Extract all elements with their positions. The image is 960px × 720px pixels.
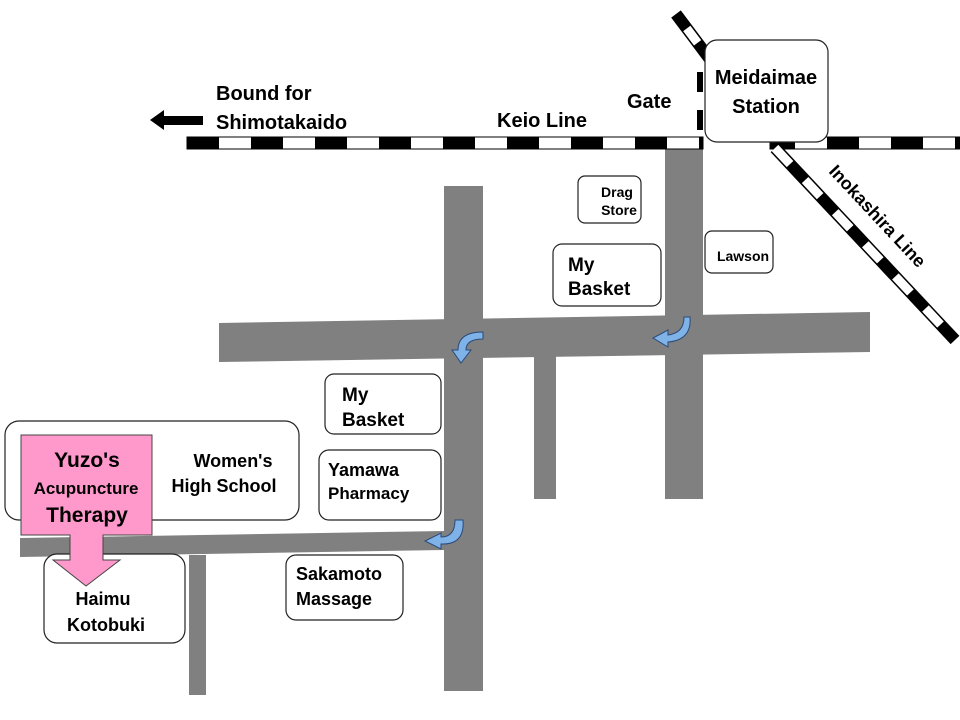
- station-label: Station: [732, 96, 800, 118]
- sakamoto-massage-label: Massage: [296, 589, 372, 609]
- gate-label: Gate: [627, 91, 671, 113]
- gate-mark: [697, 72, 703, 92]
- sakamoto-massage-box: [285, 554, 404, 621]
- roads: [20, 149, 870, 695]
- womens-high-school-label: High School: [172, 476, 277, 496]
- road-main-horizontal: [219, 312, 870, 362]
- keio-line-track: [186, 136, 960, 150]
- my-basket-box: [552, 243, 662, 307]
- left-arrow-icon: [150, 110, 203, 130]
- haimu-kotobuki-label: Haimu: [75, 589, 130, 609]
- station-label: Meidaimae: [715, 67, 817, 89]
- my-basket-label: Basket: [568, 279, 631, 300]
- my-basket-label: Basket: [342, 410, 405, 431]
- bound-for-label: Bound for: [216, 83, 312, 105]
- drag-store-label: Store: [601, 202, 637, 218]
- bound-for-label: Shimotakaido: [216, 112, 347, 134]
- destination-marker: Yuzo's Acupuncture Therapy: [20, 434, 153, 587]
- keio-line-label: Keio Line: [497, 110, 587, 132]
- down-arrow-icon: [51, 534, 122, 587]
- yamawa-pharmacy-box: [318, 449, 442, 521]
- turn-arrow-icon: [451, 331, 484, 364]
- lawson-box: [704, 230, 774, 274]
- road-middle-vertical: [444, 186, 483, 691]
- road-left-vertical: [189, 555, 206, 695]
- destination-label: Yuzo's: [54, 449, 120, 472]
- inokashira-line-track: [770, 143, 960, 345]
- my-basket-label: My: [568, 255, 595, 276]
- turn-arrow-icon: [651, 316, 691, 348]
- turn-arrow-icon: [423, 519, 464, 550]
- my-basket-label: My: [342, 385, 369, 406]
- drag-store-label: Drag: [601, 184, 633, 200]
- meidaimae-station-box: [704, 39, 829, 143]
- destination-label: Therapy: [46, 504, 128, 527]
- yamawa-pharmacy-label: Pharmacy: [328, 484, 410, 503]
- yamawa-pharmacy-label: Yamawa: [328, 460, 400, 480]
- drag-store-box: [577, 175, 642, 224]
- lawson-label: Lawson: [717, 248, 769, 264]
- destination-label: Acupuncture: [34, 479, 139, 498]
- road-lower-horizontal: [20, 531, 444, 557]
- womens-high-school-label: Women's: [194, 451, 273, 471]
- sakamoto-massage-label: Sakamoto: [296, 564, 382, 584]
- road-small-vertical: [534, 352, 556, 499]
- gate-mark: [697, 110, 703, 130]
- haimu-kotobuki-label: Kotobuki: [67, 615, 145, 635]
- my-basket-box: [324, 373, 442, 435]
